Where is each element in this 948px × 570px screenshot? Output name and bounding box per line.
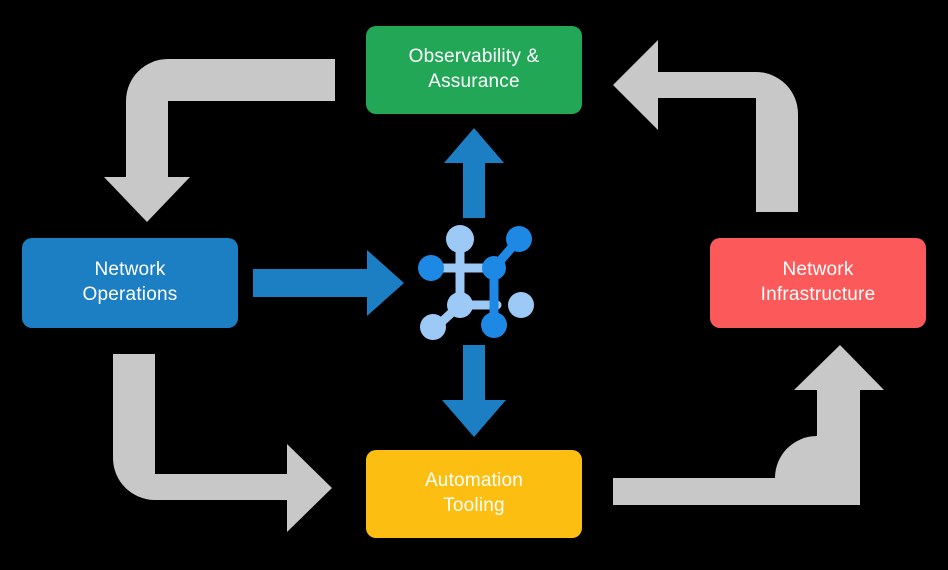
topology-nodes (418, 225, 534, 340)
gray-arrow-operations-to-automation (113, 354, 332, 532)
node-label-infrastructure: Network Infrastructure (761, 258, 876, 307)
gray-arrow-observability-to-operations (104, 59, 335, 222)
node-label-observability: Observability & Assurance (409, 45, 540, 94)
node-label-line1: Network (94, 259, 166, 281)
node-box-infrastructure[interactable]: Network Infrastructure (710, 238, 926, 328)
node-label-operations: Network Operations (83, 258, 178, 307)
node-box-automation[interactable]: Automation Tooling (366, 450, 582, 538)
node-label-line2: Infrastructure (760, 284, 876, 305)
node-label-line2: Tooling (443, 495, 505, 516)
blue-arrow-center-to-observability (444, 128, 504, 218)
blue-arrow-operations-to-center (253, 250, 404, 316)
blue-arrow-center-to-automation (442, 345, 506, 437)
gray-arrow-infrastructure-to-observability (613, 40, 798, 212)
node-label-line1: Observability & (408, 46, 540, 68)
node-label-line2: Operations (82, 284, 178, 305)
node-box-observability[interactable]: Observability & Assurance (366, 26, 582, 114)
gray-arrow-automation-to-infrastructure (613, 345, 884, 505)
node-label-line1: Automation (424, 470, 524, 492)
node-label-line1: Network (782, 259, 854, 281)
node-box-operations[interactable]: Network Operations (22, 238, 238, 328)
node-label-automation: Automation Tooling (425, 469, 523, 518)
node-label-line2: Assurance (428, 71, 520, 92)
